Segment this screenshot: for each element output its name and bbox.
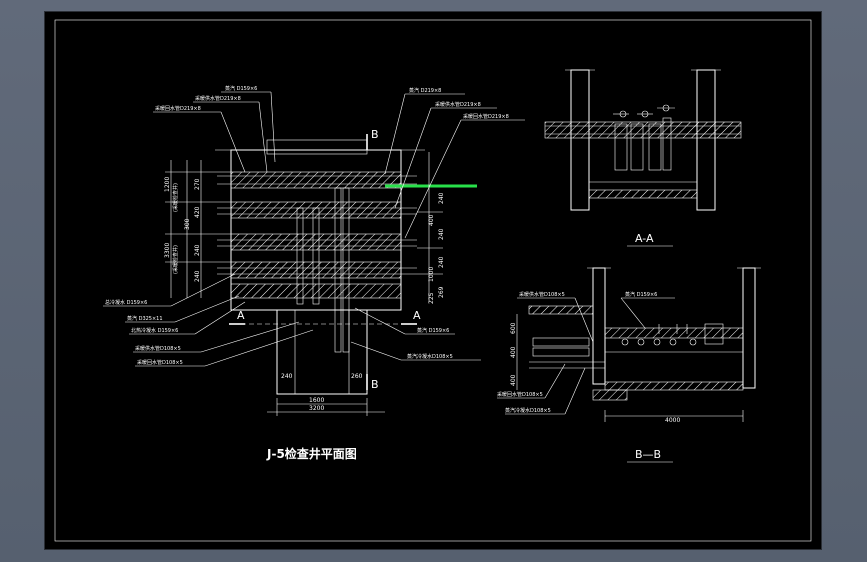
label-heating-supply-d219-right: 采暖供水管D219×8 (435, 101, 481, 108)
top-slab (266, 139, 368, 155)
label-steam-d219: 蒸汽 D219×8 (409, 87, 441, 94)
cut-mark-a-right: A (413, 309, 421, 322)
bb-label-heating-return: 采暖回水管D108×5 (497, 391, 543, 398)
cut-mark-b-bottom: B (371, 378, 379, 391)
lower-shaft (276, 309, 368, 395)
dim-1000: 1000 (428, 267, 435, 282)
label-heating-return-d219: 采暖回水管D219×8 (155, 105, 201, 112)
label-steam-cool-d108: 蒸汽冷凝水D108×5 (407, 353, 453, 360)
dim-3300: 3300 (164, 243, 171, 258)
dim-1600: 1600 (309, 397, 324, 404)
bb-dim-400-a: 400 (510, 346, 517, 358)
cad-drawing: A A B B 蒸汽 D159×6 采暖供水管D219×8 采暖回水管D219×… (54, 19, 812, 542)
dim-420: 420 (194, 206, 201, 218)
bb-dim-600: 600 (510, 322, 517, 334)
bb-label-steam-d159: 蒸汽 D159×6 (625, 291, 657, 298)
sheet-border (54, 19, 812, 542)
cut-mark-a-left: A (237, 309, 245, 322)
label-steam-d159-right: 蒸汽 D159×6 (417, 327, 449, 334)
section-bb-title: B—B (635, 448, 661, 461)
label-steam-d325: 蒸汽 D325×11 (127, 315, 163, 322)
dim-3200: 3200 (309, 405, 324, 412)
pipe-band-4 (230, 261, 402, 279)
bb-label-steam-cool: 蒸汽冷凝水D108×5 (505, 407, 551, 414)
label-steam-d159-top: 蒸汽 D159×6 (225, 85, 257, 92)
section-aa-title: A-A (635, 232, 654, 245)
section-bb (497, 267, 761, 422)
dim-240-c: 240 (438, 192, 445, 204)
dim-269: 269 (438, 286, 445, 298)
plan-view (103, 91, 525, 416)
dim-1200: 1200 (164, 177, 171, 192)
dim-225: 225 (428, 292, 435, 304)
bb-dim-4000: 4000 (665, 417, 680, 424)
pipe-band-1 (230, 171, 402, 189)
cut-mark-b-top: B (371, 128, 379, 141)
dim-240-bottom: 240 (281, 373, 293, 380)
pipe-band-3 (230, 233, 402, 251)
section-aa (544, 69, 742, 211)
label-heating-return-d108: 采暖回水管D108×5 (137, 359, 183, 366)
label-left-vertical-2: (采暖检查井) (172, 245, 179, 274)
drawing-sheet[interactable]: A A B B 蒸汽 D159×6 采暖供水管D219×8 采暖回水管D219×… (45, 12, 821, 549)
label-heating-supply-d219: 采暖供水管D219×8 (195, 95, 241, 102)
pipe-band-5 (230, 283, 402, 299)
dim-260-bottom: 260 (351, 373, 363, 380)
plan-title: J-5检查井平面图 (266, 446, 357, 461)
label-total-cool-water: 总冷凝水 D159×6 (105, 299, 147, 306)
dim-240-a: 240 (194, 244, 201, 256)
dim-240-d: 240 (438, 228, 445, 240)
dim-270: 270 (194, 178, 201, 190)
bb-dim-400-b: 400 (510, 374, 517, 386)
dim-240-b: 240 (194, 270, 201, 282)
label-heating-supply-d108: 采暖供水管D108×5 (135, 345, 181, 352)
label-heating-return-d219-right: 采暖回水管D219×8 (463, 113, 509, 120)
label-left-vertical: (采暖检查井) (172, 183, 179, 212)
dim-240-e: 240 (438, 256, 445, 268)
label-north-cool-drain: 北热冷凝水 D159×6 (131, 327, 178, 334)
dim-400: 400 (428, 214, 435, 226)
dim-300: 300 (184, 218, 191, 230)
bb-label-heating-supply: 采暖供水管D108×5 (519, 291, 565, 298)
pipe-band-2 (230, 201, 402, 219)
